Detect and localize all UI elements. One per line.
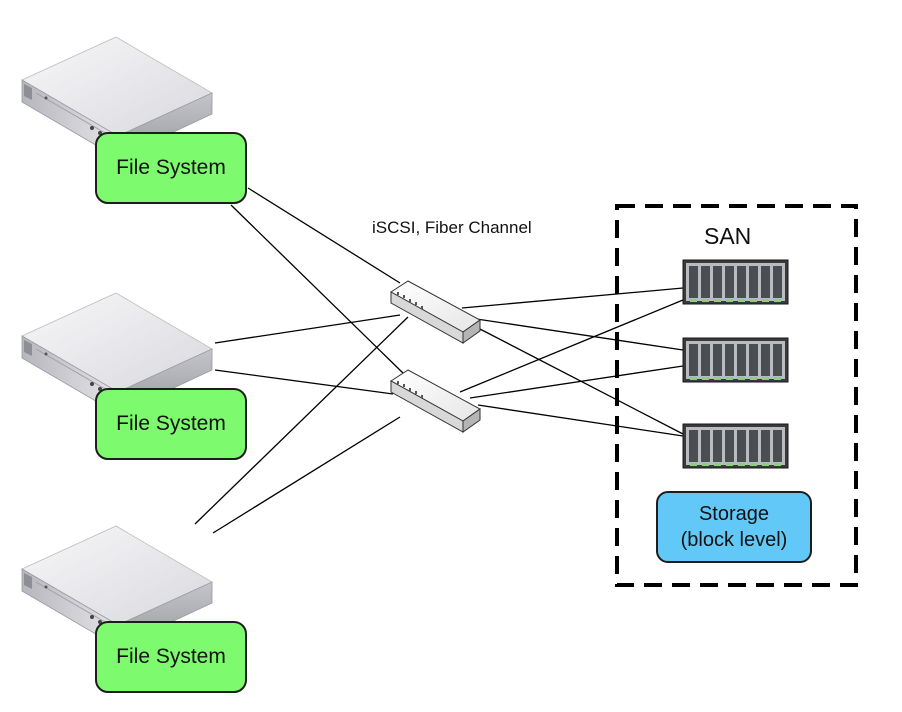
network-switch-icon bbox=[390, 369, 481, 433]
connection-line bbox=[477, 404, 684, 437]
connection-line bbox=[230, 204, 406, 376]
san-boundary bbox=[615, 204, 858, 587]
storage-array-icon bbox=[682, 259, 789, 305]
storage-array-icon bbox=[682, 337, 789, 383]
storage-label: Storage bbox=[698, 503, 770, 525]
connection-line bbox=[461, 287, 684, 309]
network-switch-icon bbox=[390, 280, 481, 344]
protocol-label: iSCSI, Fiber Channel bbox=[372, 218, 532, 237]
file-system-box: File System bbox=[95, 621, 247, 693]
connection-line bbox=[469, 365, 684, 399]
file-system-label: File System bbox=[116, 156, 226, 179]
connection-line bbox=[459, 299, 684, 393]
connection-line bbox=[194, 316, 409, 525]
rack-server-icon bbox=[21, 36, 213, 159]
connection-lines bbox=[194, 187, 684, 534]
connection-line bbox=[247, 187, 401, 284]
file-system-label: File System bbox=[116, 645, 226, 668]
connection-line bbox=[214, 369, 394, 395]
file-system-box: File System bbox=[95, 388, 247, 460]
storage-box: Storage (block level) bbox=[656, 491, 812, 563]
san-label: SAN bbox=[704, 223, 752, 249]
connection-line bbox=[469, 317, 684, 351]
storage-level-label: (block level) bbox=[680, 529, 788, 551]
connection-line bbox=[214, 314, 401, 344]
file-system-label: File System bbox=[116, 412, 226, 435]
connection-line bbox=[212, 416, 401, 534]
storage-array-icon bbox=[682, 423, 789, 469]
file-system-box: File System bbox=[95, 132, 247, 204]
